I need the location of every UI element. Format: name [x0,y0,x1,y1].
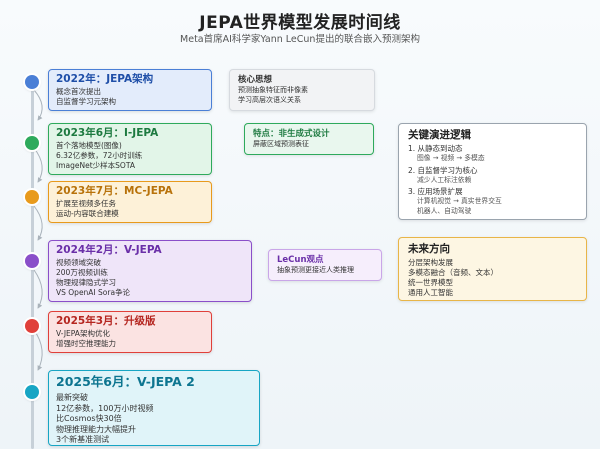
milestone-detail: 概念首次提出 [56,87,101,96]
logic-item: 2. 自监督学习为核心 [408,165,478,175]
logic-item: 3. 应用场景扩展 [408,187,463,196]
milestone-card-2025-03: 2025年3月：升级版 V-JEPA架构优化 增强时空推理能力 [48,311,212,353]
timeline-dot-2023-07 [25,190,39,204]
timeline-dot-2025-03 [25,319,39,333]
page-subtitle: Meta首席AI科学家Yann LeCun提出的联合嵌入预测架构 [180,34,420,45]
milestone-detail: 6.32亿参数，72小时训练 [56,151,143,160]
milestone-detail: 200万视频训练 [56,268,108,277]
timeline-dot-2022 [25,75,39,89]
milestone-detail: V-JEPA架构优化 [56,329,110,338]
logic-item: 1. 从静态到动态 [408,144,463,153]
future-item: 统一世界模型 [408,278,453,287]
lecun-view-note: LeCun观点 抽象预测更接近人类推理 [268,249,382,281]
milestone-detail: ImageNet少样本SOTA [56,161,135,170]
key-evolution-logic-box: 关键演进逻辑 1. 从静态到动态 图像 → 视频 → 多模态 2. 自监督学习为… [398,123,587,220]
milestone-detail: 3个新基准测试 [56,435,110,444]
milestone-detail: 自监督学习元架构 [56,97,116,106]
feature-title: 特点：非生成式设计 [253,129,330,139]
core-idea-detail: 预测抽象特征而非像素 [238,86,308,94]
logic-item-sub: 机器人、自动驾驶 [417,206,472,215]
feature-note: 特点：非生成式设计 屏蔽区域预测表征 [244,123,374,155]
timeline-dot-2025-06 [25,385,39,399]
feature-detail: 屏蔽区域预测表征 [253,140,309,148]
lecun-view-title: LeCun观点 [277,255,324,265]
milestone-title: 2024年2月：V-JEPA [56,244,162,256]
milestone-title: 2023年6月：I-JEPA [56,127,159,139]
milestone-detail: 物理推理能力大幅提升 [56,424,136,434]
core-idea-detail: 学习高层次语义关系 [238,95,301,104]
milestone-detail: 运动-内容联合建模 [56,209,119,218]
page-title: JEPA世界模型发展时间线 [199,13,401,33]
timeline-dot-2024-02 [25,254,39,268]
milestone-card-2024-02: 2024年2月：V-JEPA 视频领域突破 200万视频训练 物理规律隐式学习 … [48,240,252,302]
milestone-detail: 首个落地模型(图像) [56,141,122,150]
milestone-detail: 物理规律隐式学习 [56,278,116,287]
milestone-detail: 比Cosmos快30倍 [56,414,122,423]
milestone-card-2023-06: 2023年6月：I-JEPA 首个落地模型(图像) 6.32亿参数，72小时训练… [48,123,212,175]
milestone-title: 2022年：JEPA架构 [56,73,154,85]
future-item: 多模态融合（音频、文本） [408,268,498,277]
milestone-detail: VS OpenAI Sora争论 [56,288,131,297]
arrow-4 [33,269,43,309]
arrow-3 [33,205,43,241]
future-item: 通用人工智能 [408,288,453,297]
milestone-card-2023-07: 2023年7月：MC-JEPA 扩展至视频多任务 运动-内容联合建模 [48,181,212,223]
milestone-card-2022: 2022年：JEPA架构 概念首次提出 自监督学习元架构 [48,69,212,111]
core-idea-title: 核心思想 [238,75,273,85]
arrow-1 [33,89,43,121]
timeline-dot-2023-06 [25,136,39,150]
core-idea-note: 核心思想 预测抽象特征而非像素 学习高层次语义关系 [229,69,375,111]
arrow-5 [33,329,43,371]
milestone-title: 2025年3月：升级版 [56,315,156,327]
milestone-detail: 增强时空推理能力 [56,339,116,348]
milestone-title: 2025年6月：V-JEPA 2 [56,374,195,389]
logic-title: 关键演进逻辑 [408,129,471,141]
milestone-card-2025-06: 2025年6月：V-JEPA 2 最新突破 12亿参数，100万小时视频 比Co… [48,370,260,446]
milestone-title: 2023年7月：MC-JEPA [56,185,173,197]
logic-item-sub: 减少人工标注依赖 [417,175,472,184]
lecun-view-detail: 抽象预测更接近人类推理 [277,266,354,274]
milestone-detail: 视频领域突破 [56,258,101,267]
future-title: 未来方向 [408,243,450,255]
future-direction-box: 未来方向 分层架构发展 多模态融合（音频、文本） 统一世界模型 通用人工智能 [398,237,587,301]
milestone-detail: 最新突破 [56,393,88,402]
milestone-detail: 扩展至视频多任务 [56,199,116,208]
milestone-detail: 12亿参数，100万小时视频 [56,403,154,413]
logic-item-sub: 图像 → 视频 → 多模态 [417,154,485,162]
logic-item-sub: 计算机视觉 → 真实世界交互 [417,197,502,205]
arrow-2 [33,147,43,183]
future-item: 分层架构发展 [408,258,453,267]
